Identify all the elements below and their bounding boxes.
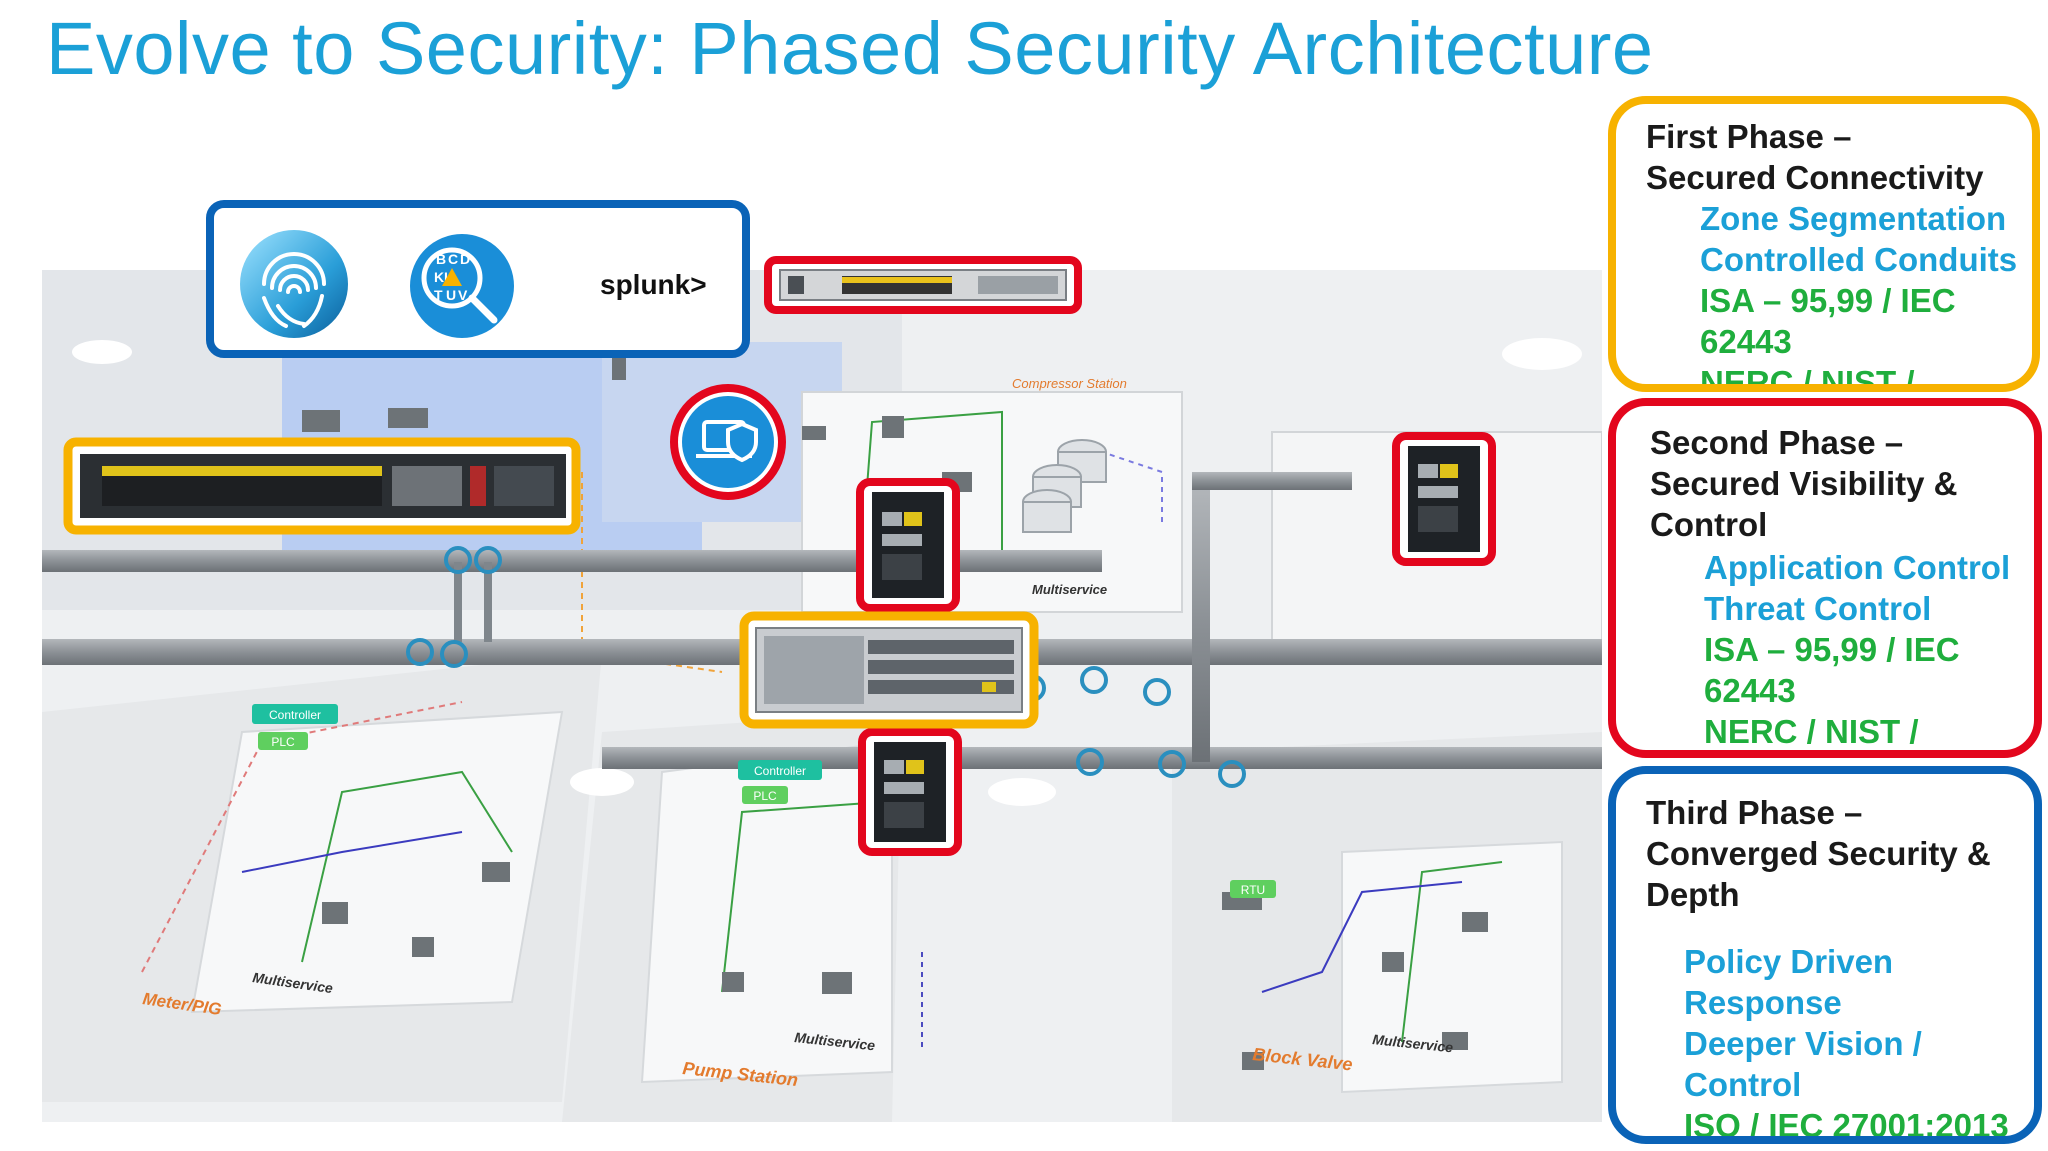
- tuv-certification-icon: B C D K I T U V: [410, 234, 514, 338]
- pipeline-upper: [42, 550, 1102, 572]
- green-link-3: [1401, 861, 1503, 1043]
- tuv-letter-v: V: [458, 287, 468, 303]
- block-valve-multiservice-plate: [1341, 840, 1563, 1094]
- valve-10: [1218, 760, 1246, 788]
- firewall-appliance: [779, 269, 1067, 301]
- third-phase-item-2: Response: [1684, 984, 1842, 1021]
- zone-label-multiservice-4: Multiservice: [1032, 582, 1107, 597]
- cloud-4: [988, 778, 1056, 806]
- industrial-switch-device: [80, 454, 566, 518]
- valve-6: [1080, 666, 1108, 694]
- second-phase-heading-line1: Second Phase –: [1650, 424, 1904, 461]
- valve-1: [444, 546, 472, 642]
- rugged-router-device-3: [1408, 446, 1480, 552]
- second-phase-item-1: Application Control: [1704, 549, 2011, 586]
- tuv-letter-i: I: [444, 269, 448, 285]
- page-title: Evolve to Security: Phased Security Arch…: [46, 7, 1654, 90]
- second-phase-heading-line2: Secured Visibility &: [1650, 465, 1958, 502]
- valve-8: [1076, 748, 1104, 776]
- zone-label-compressor-station: Compressor Station: [1012, 376, 1127, 391]
- second-phase-item-2: Threat Control: [1704, 590, 1932, 627]
- second-phase-heading-line3: Control: [1650, 506, 1768, 543]
- first-phase-item-4: 62443: [1700, 323, 1792, 360]
- green-link-1: [301, 770, 513, 963]
- tag-controller-1: Controller: [252, 704, 338, 724]
- tuv-letter-k: K: [434, 269, 444, 285]
- rugged-router-device-1: [872, 492, 944, 598]
- third-phase-heading-line2: Converged Security &: [1646, 835, 1991, 872]
- third-phase-item-5: ISO / IEC 27001:2013: [1684, 1107, 2009, 1144]
- tuv-letter-c: C: [448, 251, 458, 267]
- second-phase-item-4: 62443: [1704, 672, 1796, 709]
- tag-plc-2-label: PLC: [753, 789, 777, 803]
- second-phase-item-5: NERC / NIST /: [1704, 713, 1919, 750]
- tuv-letter-t: T: [434, 287, 443, 303]
- tag-plc-2: PLC: [742, 786, 788, 804]
- valve-9: [1158, 750, 1186, 778]
- tag-controller-1-label: Controller: [269, 708, 321, 722]
- first-phase-heading-line2: Secured Connectivity: [1646, 159, 1984, 196]
- tuv-letter-b: B: [436, 251, 446, 267]
- third-phase-heading-line1: Third Phase –: [1646, 794, 1863, 831]
- valve-4: [440, 640, 468, 668]
- tuv-letter-u: U: [446, 287, 456, 303]
- fingerprint-icon: [240, 230, 348, 338]
- endpoint-security-icon: [670, 384, 786, 500]
- green-link-2: [721, 801, 883, 993]
- meter-pig-multiservice-plate: [190, 710, 564, 1014]
- first-phase-item-1: Zone Segmentation: [1700, 200, 2007, 237]
- rugged-router-device-2: [874, 742, 946, 842]
- network-architecture-diagram: Controller PLC Controller PLC RTU Compre…: [42, 200, 1602, 1122]
- tag-rtu-label: RTU: [1241, 883, 1265, 897]
- first-phase-item-2: Controlled Conduits: [1700, 241, 2018, 278]
- valve-3: [406, 638, 434, 666]
- tag-rtu: RTU: [1230, 880, 1276, 898]
- third-phase-item-1: Policy Driven: [1684, 943, 1894, 980]
- second-phase-box: Second Phase – Secured Visibility & Cont…: [1608, 398, 2042, 758]
- cloud-1: [72, 340, 132, 364]
- tag-plc-1: PLC: [258, 732, 308, 750]
- first-phase-item-5: NERC / NIST /: [1700, 364, 1915, 392]
- third-phase-box: Third Phase – Converged Security & Depth…: [1608, 766, 2042, 1144]
- first-phase-item-3: ISA – 95,99 / IEC: [1700, 282, 1956, 319]
- third-phase-heading-line3: Depth: [1646, 876, 1740, 913]
- first-phase-box: First Phase – Secured Connectivity Zone …: [1608, 96, 2040, 392]
- cloud-2: [1502, 338, 1582, 370]
- first-phase-heading-line1: First Phase –: [1646, 118, 1852, 155]
- blue-link-1: [241, 831, 463, 873]
- dashed-link-3: [1101, 451, 1163, 522]
- tag-controller-2-label: Controller: [754, 764, 806, 778]
- blue-link-2: [1261, 881, 1463, 993]
- tag-controller-2: Controller: [738, 760, 822, 780]
- tag-plc-1-label: PLC: [271, 735, 295, 749]
- third-phase-item-4: Control: [1684, 1066, 1802, 1103]
- splunk-logo: splunk>: [600, 269, 707, 300]
- pipeline-top-right: [1192, 472, 1352, 490]
- tuv-letter-d: D: [460, 251, 470, 267]
- aggregation-router-device: [755, 627, 1023, 713]
- storage-tanks: [1022, 439, 1107, 533]
- pipeline-riser: [1192, 482, 1210, 762]
- cloud-3: [570, 768, 634, 796]
- valve-7: [1143, 678, 1171, 706]
- second-phase-item-3: ISA – 95,99 / IEC: [1704, 631, 1960, 668]
- valve-2: [474, 546, 502, 642]
- third-phase-item-3: Deeper Vision /: [1684, 1025, 1922, 1062]
